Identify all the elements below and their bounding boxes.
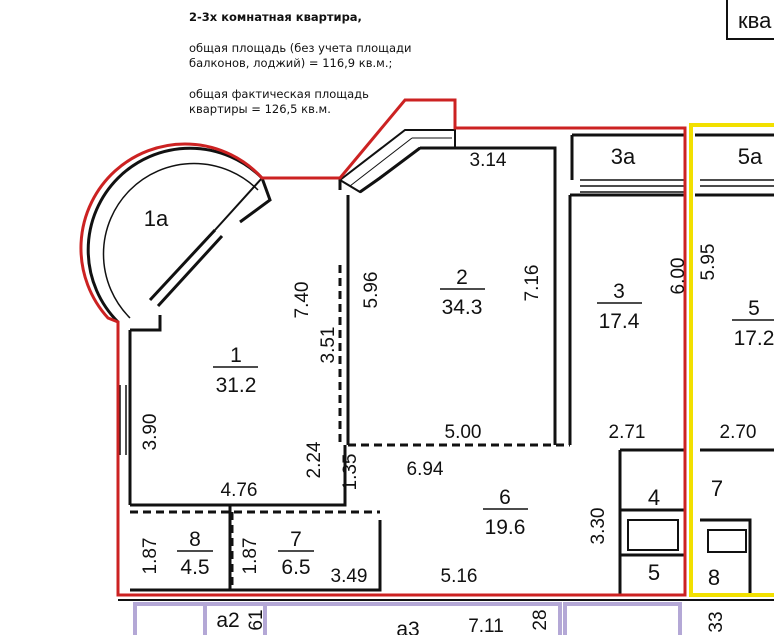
small-room-boxes — [627, 519, 747, 553]
dim-1-87-left: 1.87 — [140, 538, 161, 575]
room-5-area: 17.2 — [734, 327, 774, 350]
dashed-partitions — [130, 265, 570, 590]
info-title: 2-3х комнатная квартира, — [189, 10, 362, 24]
room-2-area: 34.3 — [442, 296, 483, 319]
neighbor-outline-purple-1 — [133, 602, 267, 635]
dim-2-24: 2.24 — [304, 441, 325, 478]
room-8-num: 8 — [189, 528, 201, 551]
neighbor-outline-purple-2 — [203, 602, 562, 635]
room-6-num: 6 — [499, 486, 511, 509]
info-actual-line2: квартиры = 126,5 кв.м. — [189, 102, 331, 116]
dim-6-00: 6.00 — [668, 258, 689, 295]
room-8-area: 4.5 — [180, 556, 209, 579]
dim-61: 61 — [246, 609, 267, 630]
dim-7-40: 7.40 — [292, 282, 313, 319]
dim-2-70: 2.70 — [720, 422, 757, 443]
dim-5-96: 5.96 — [361, 272, 382, 309]
dim-3-90: 3.90 — [140, 414, 161, 451]
balcony-1a-wall — [86, 146, 264, 324]
apartment-outline-red — [79, 98, 687, 597]
balcony-3a-label: 3а — [611, 144, 636, 169]
room-1-num: 1 — [230, 344, 242, 367]
info-area-line1: общая площадь (без учета площади — [189, 41, 412, 55]
dim-1-87-mid: 1.87 — [240, 538, 261, 575]
room-7-num: 7 — [290, 528, 302, 551]
a3-label: а3 — [396, 618, 419, 635]
room-7-right-label: 7 — [711, 476, 723, 501]
dim-5-95: 5.95 — [698, 244, 719, 281]
room-7-area: 6.5 — [281, 556, 310, 579]
balcony-1a-inner — [102, 162, 259, 319]
dim-3-14: 3.14 — [470, 150, 507, 171]
info-actual-line1: общая фактическая площадь — [189, 87, 369, 101]
dim-28: 28 — [530, 609, 551, 630]
room-4-label: 4 — [648, 485, 660, 510]
balcony-5a-label: 5а — [738, 144, 763, 169]
room-labels: 1 31.2 2 34.3 3 17.4 5 17.2 6 19.6 7 6.5… — [144, 144, 774, 635]
dim-5-16: 5.16 — [441, 566, 478, 587]
room-3-area: 17.4 — [599, 310, 640, 333]
room-2-num: 2 — [456, 266, 468, 289]
dim-7-11: 7.11 — [468, 616, 504, 635]
balcony-top-wall — [338, 129, 456, 194]
window-hatches — [119, 179, 774, 455]
dim-3-30: 3.30 — [588, 508, 609, 545]
a2-label: а2 — [216, 609, 239, 632]
info-area-line2: балконов, лоджий) = 116,9 кв.м.; — [189, 56, 393, 70]
apartment-info: 2-3х комнатная квартира, общая площадь (… — [189, 10, 519, 117]
balcony-1a-label: 1а — [144, 206, 169, 231]
neighbor-outline-yellow — [689, 123, 774, 597]
dim-6-94: 6.94 — [407, 459, 444, 480]
room-8-right-label: 8 — [708, 565, 720, 590]
dim-5-00: 5.00 — [445, 422, 482, 443]
dim-3-49: 3.49 — [331, 566, 368, 587]
room-5-small-label: 5 — [648, 560, 660, 585]
room-1-area: 31.2 — [216, 374, 257, 397]
dim-4-76: 4.76 — [221, 480, 258, 501]
neighbor-outline-purple-3 — [563, 602, 682, 635]
dim-33: 33 — [706, 611, 727, 632]
room-3-num: 3 — [613, 280, 625, 303]
walls — [116, 133, 774, 597]
corner-label: ква — [738, 8, 772, 33]
corner-label-box: ква — [726, 0, 774, 40]
room-6-area: 19.6 — [485, 516, 526, 539]
dim-3-51: 3.51 — [318, 327, 339, 364]
dimension-labels: 3.14 7.40 5.96 7.16 6.00 5.95 3.51 3.90 … — [140, 150, 756, 635]
dim-2-71: 2.71 — [609, 422, 646, 443]
dim-7-16: 7.16 — [522, 265, 543, 302]
dim-1-35: 1.35 — [340, 454, 361, 491]
room-5-num: 5 — [748, 297, 760, 320]
